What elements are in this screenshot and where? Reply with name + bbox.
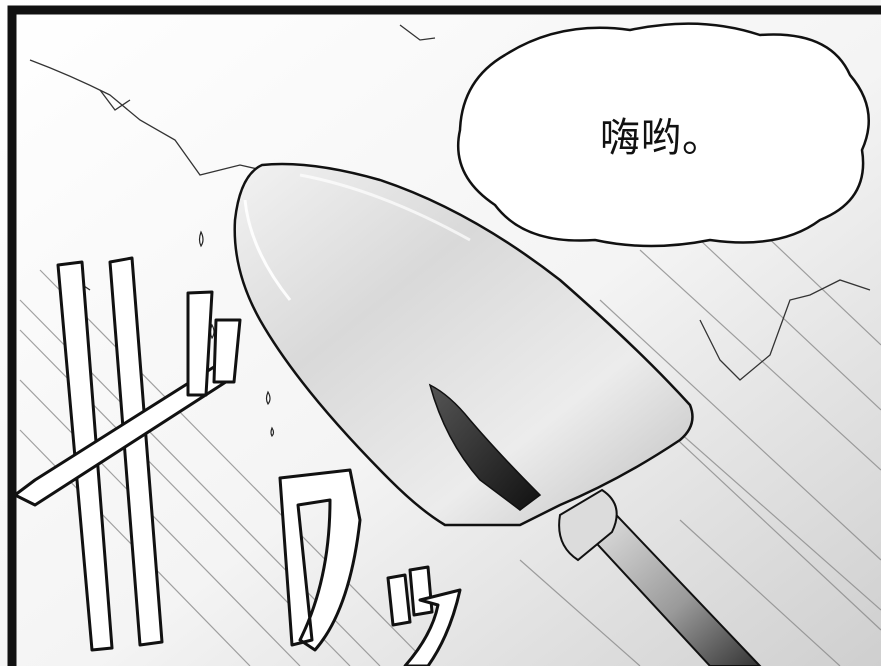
sound-effect-strokes <box>13 256 462 666</box>
speech-bubble-text: 嗨哟。 <box>600 115 723 161</box>
shovel-handle <box>558 488 762 666</box>
shovel-blade <box>233 162 694 527</box>
speech-bubble <box>456 22 870 248</box>
panel-border <box>7 5 881 666</box>
debris-drops <box>198 230 275 437</box>
